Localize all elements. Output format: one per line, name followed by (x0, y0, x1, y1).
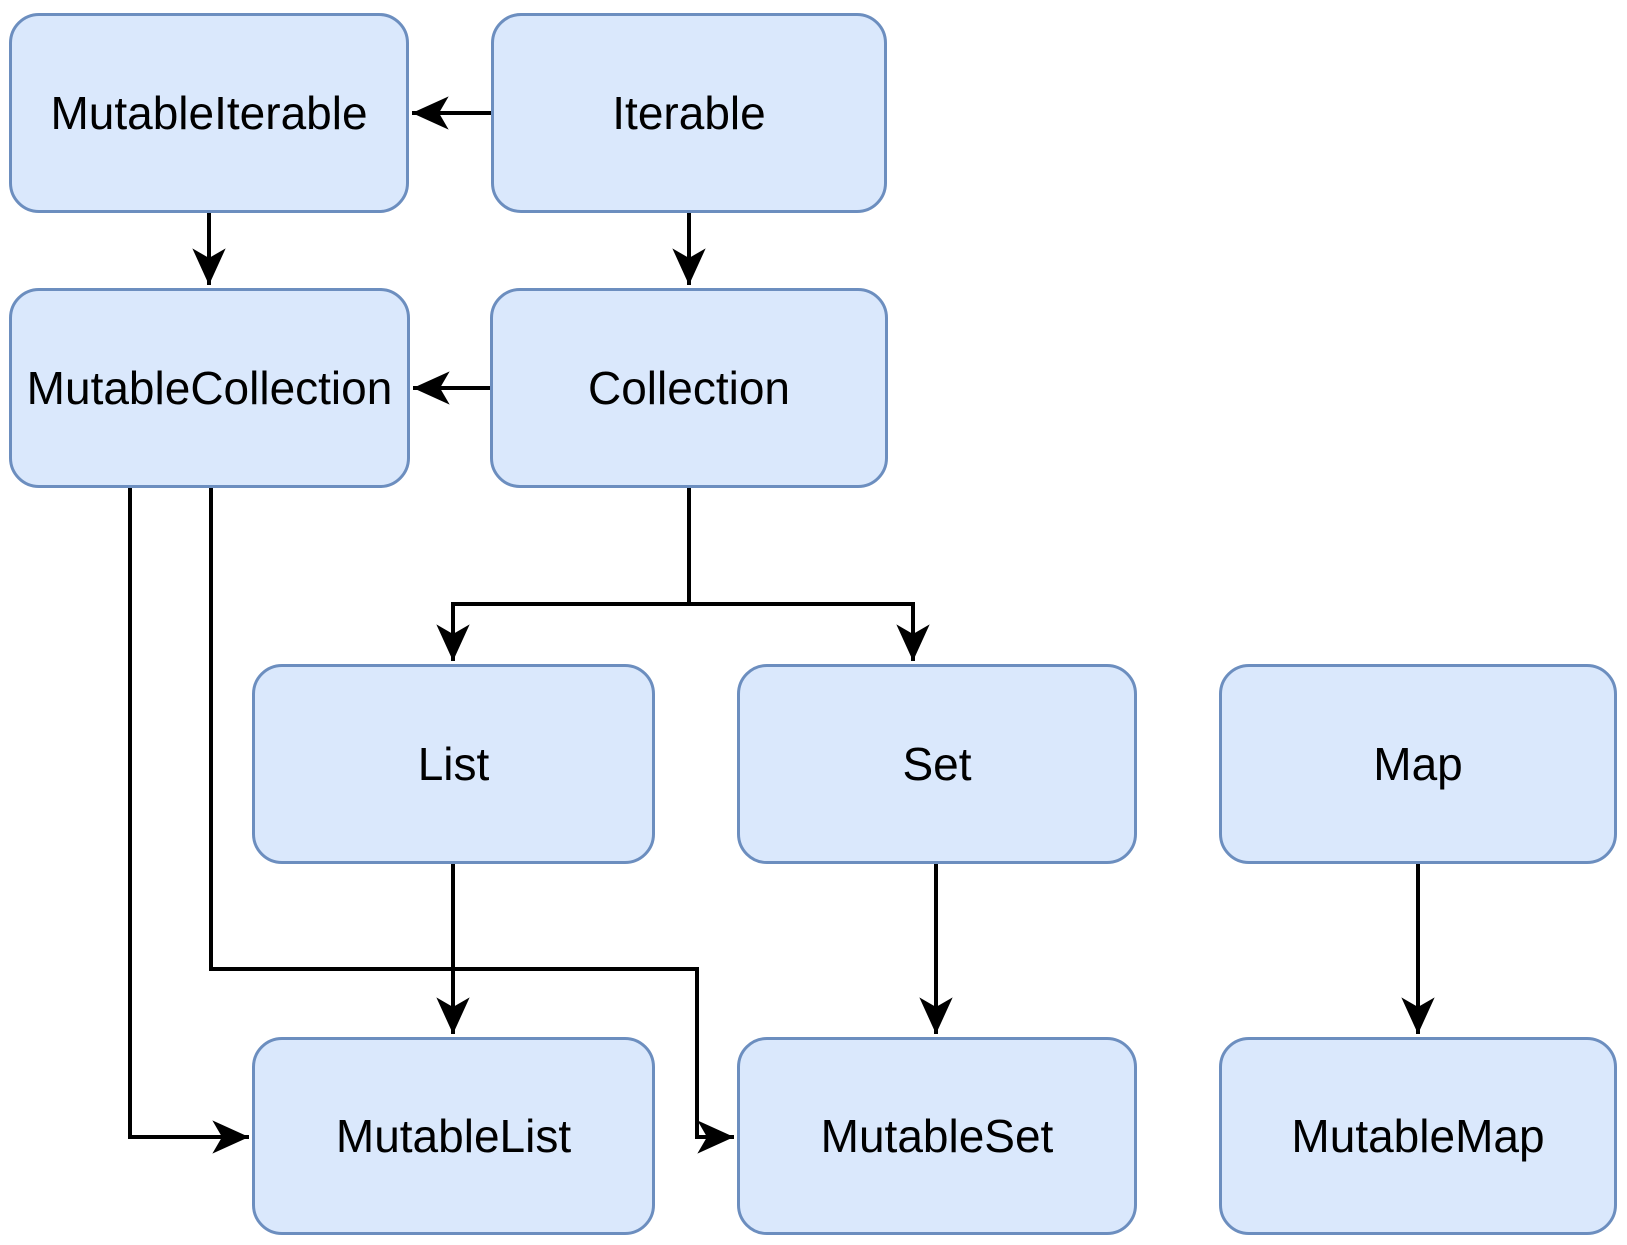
node-mutablemap: MutableMap (1219, 1037, 1617, 1235)
node-mutableset: MutableSet (737, 1037, 1137, 1235)
node-mutablelist: MutableList (252, 1037, 655, 1235)
node-iterable-label: Iterable (612, 86, 766, 139)
node-set-label: Set (902, 737, 972, 790)
node-mutableiterable-label: MutableIterable (50, 86, 368, 139)
node-map: Map (1219, 664, 1617, 864)
node-set: Set (737, 664, 1137, 864)
edge-collection-to-list (436, 488, 691, 661)
node-collection: Collection (490, 288, 888, 488)
edge-mutablecollection-to-mutablelist (128, 488, 249, 1154)
node-map-label: Map (1373, 737, 1463, 790)
node-list-label: List (417, 737, 490, 790)
edge-collection-to-set (687, 488, 930, 661)
node-mutablemap-label: MutableMap (1291, 1109, 1545, 1162)
node-iterable: Iterable (491, 13, 887, 213)
node-mutableset-label: MutableSet (820, 1109, 1054, 1162)
node-mutablecollection: MutableCollection (9, 288, 410, 488)
node-mutablecollection-label: MutableCollection (26, 361, 393, 414)
edge-mutablecollection-to-mutableset (209, 488, 734, 1154)
node-mutablelist-label: MutableList (335, 1109, 572, 1162)
node-mutableiterable: MutableIterable (9, 13, 409, 213)
node-collection-label: Collection (588, 361, 790, 414)
node-list: List (252, 664, 655, 864)
